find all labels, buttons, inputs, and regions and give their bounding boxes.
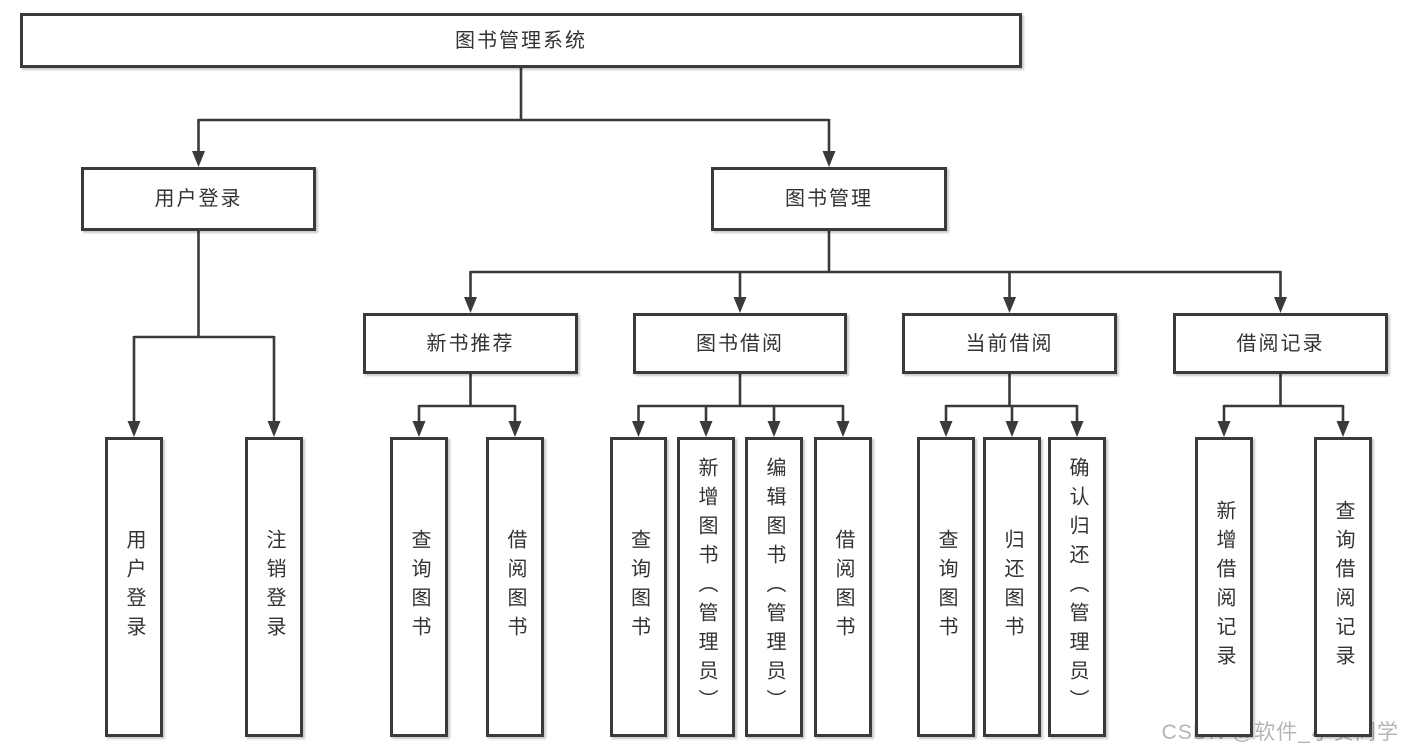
node-new-book-rec: 新书推荐	[363, 313, 578, 374]
arrowhead-br-query	[1336, 421, 1350, 437]
node-label-br-add: 新增借阅记录	[1213, 500, 1235, 674]
arrowhead-book-mgmt	[822, 151, 836, 167]
node-bb-borrow: 借阅图书	[814, 437, 872, 737]
arrowhead-book-borrow	[733, 297, 747, 313]
node-label-cb-query: 查询图书	[935, 529, 957, 645]
node-label-leaf-user-login: 用户登录	[123, 529, 145, 645]
node-user-login: 用户登录	[81, 167, 316, 231]
node-label-user-login: 用户登录	[154, 188, 243, 210]
arrowhead-cb-return	[1005, 421, 1019, 437]
node-cb-confirm: 确认归还（管理员）	[1048, 437, 1106, 737]
arrowhead-br-add	[1217, 421, 1231, 437]
node-current-borrow: 当前借阅	[902, 313, 1117, 374]
node-bb-query: 查询图书	[610, 437, 667, 737]
node-label-book-mgmt: 图书管理	[785, 188, 873, 210]
node-label-root: 图书管理系统	[455, 29, 587, 52]
arrowhead-bb-borrow	[836, 421, 850, 437]
node-borrow-records: 借阅记录	[1173, 313, 1388, 374]
node-br-query: 查询借阅记录	[1314, 437, 1372, 737]
arrowhead-nb-query	[412, 421, 426, 437]
node-label-current-borrow: 当前借阅	[965, 332, 1054, 355]
node-leaf-logout: 注销登录	[245, 437, 303, 737]
node-cb-return: 归还图书	[983, 437, 1041, 737]
node-label-bb-edit: 编辑图书（管理员）	[763, 456, 785, 718]
arrowhead-bb-add	[699, 421, 713, 437]
node-br-add: 新增借阅记录	[1195, 437, 1253, 737]
node-label-bb-borrow: 借阅图书	[832, 529, 854, 645]
node-root: 图书管理系统	[20, 13, 1022, 68]
node-label-bb-query: 查询图书	[627, 529, 650, 645]
node-label-leaf-logout: 注销登录	[263, 529, 285, 645]
node-label-bb-add: 新增图书（管理员）	[695, 456, 717, 718]
arrowhead-current-borrow	[1003, 297, 1016, 313]
node-bb-edit: 编辑图书（管理员）	[745, 437, 803, 737]
arrowhead-leaf-user-login	[127, 421, 141, 437]
arrowhead-borrow-records	[1274, 297, 1287, 313]
node-bb-add: 新增图书（管理员）	[677, 437, 735, 737]
arrowhead-new-book-rec	[464, 297, 477, 313]
node-book-borrow: 图书借阅	[633, 313, 847, 374]
arrowhead-cb-query	[939, 421, 953, 437]
arrowhead-bb-edit	[767, 421, 781, 437]
node-label-br-query: 查询借阅记录	[1332, 500, 1354, 674]
arrowhead-bb-query	[632, 421, 645, 437]
node-label-nb-query: 查询图书	[408, 529, 430, 645]
node-label-new-book-rec: 新书推荐	[426, 332, 515, 355]
node-label-borrow-records: 借阅记录	[1236, 332, 1325, 355]
node-cb-query: 查询图书	[917, 437, 975, 737]
node-nb-borrow: 借阅图书	[486, 437, 544, 737]
arrowhead-leaf-logout	[267, 421, 281, 437]
node-label-cb-confirm: 确认归还（管理员）	[1066, 456, 1088, 718]
arrowhead-user-login	[192, 151, 205, 167]
arrowhead-nb-borrow	[508, 421, 522, 437]
node-leaf-user-login: 用户登录	[105, 437, 163, 737]
node-label-cb-return: 归还图书	[1001, 529, 1023, 645]
node-book-mgmt: 图书管理	[711, 167, 947, 231]
arrowhead-cb-confirm	[1070, 421, 1084, 437]
node-label-book-borrow: 图书借阅	[696, 332, 784, 355]
node-label-nb-borrow: 借阅图书	[504, 529, 526, 645]
node-nb-query: 查询图书	[390, 437, 448, 737]
